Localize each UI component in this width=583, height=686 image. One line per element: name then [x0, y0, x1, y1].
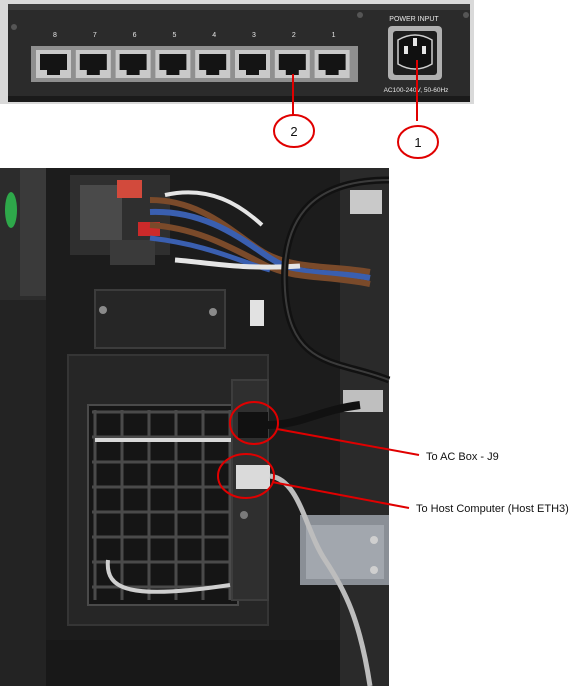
ac-power-connector — [238, 412, 268, 438]
ethernet-port — [235, 50, 270, 78]
ethernet-port — [75, 50, 111, 78]
ac-box-annotation: To AC Box - J9 — [426, 451, 499, 463]
ac-connector-highlight — [229, 401, 279, 445]
port-number-label: 3 — [252, 32, 256, 39]
callout-1: 1 — [397, 125, 439, 159]
ethernet-port — [36, 50, 71, 78]
cabinet-photo — [0, 168, 391, 686]
port-number-label: 6 — [133, 32, 137, 39]
port-number-label: 1 — [332, 32, 336, 39]
port-number-label: 5 — [172, 32, 176, 39]
port-number-label: 8 — [53, 32, 57, 39]
callout-2: 2 — [273, 114, 315, 148]
ac-box-leader — [276, 428, 420, 456]
callout-2-number: 2 — [290, 124, 297, 139]
power-input-label: POWER INPUT — [389, 16, 439, 23]
port-number-label: 4 — [212, 32, 216, 39]
ethernet-connector — [236, 465, 270, 489]
host-computer-leader — [271, 481, 410, 509]
host-computer-annotation: To Host Computer (Host ETH3) — [416, 503, 569, 515]
ethernet-port — [195, 50, 231, 78]
green-indicator — [5, 192, 17, 228]
mounting-plate — [94, 289, 226, 349]
ethernet-port — [314, 50, 350, 78]
ethernet-port — [155, 50, 191, 78]
ethernet-connector-highlight — [217, 453, 275, 499]
port-number-label: 7 — [93, 32, 97, 39]
port-number-labels: 8 7 6 5 4 3 2 1 — [53, 32, 336, 39]
ethernet-port — [115, 50, 151, 78]
ethernet-ports — [36, 50, 350, 78]
port-number-label: 2 — [292, 32, 296, 39]
callout-1-number: 1 — [414, 135, 421, 150]
power-socket-icon — [397, 34, 433, 70]
ethernet-port — [274, 50, 310, 78]
